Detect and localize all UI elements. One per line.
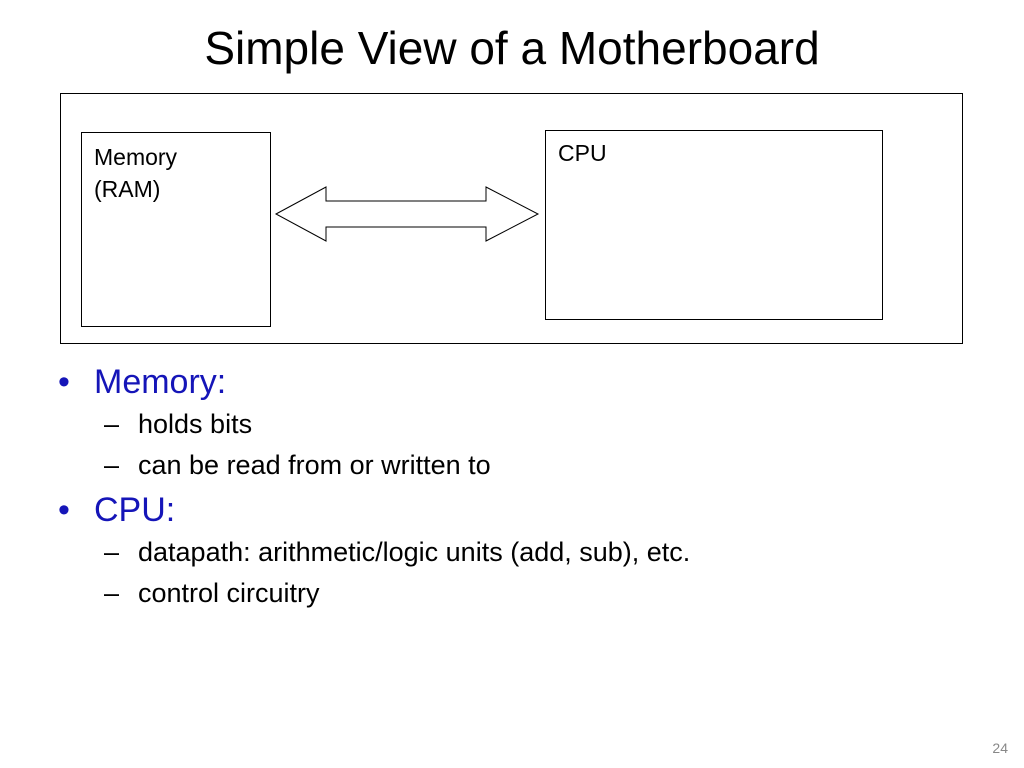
dash-marker: – [104,578,120,608]
memory-label-line-2: (RAM) [94,176,161,202]
bullet-list: • Memory: – holds bits – can be read fro… [58,362,998,614]
bus-double-arrow-shape [274,186,540,242]
bullet-memory: • Memory: [58,362,998,402]
dash-marker: – [104,537,120,567]
bullet-cpu-text: CPU: [94,491,176,529]
dash-marker: – [104,409,120,439]
bullet-marker: • [58,363,70,401]
sub-bullet-read-write: – can be read from or written to [58,445,998,486]
sub-bullet-text: can be read from or written to [138,450,491,480]
memory-label-line-1: Memory [94,144,178,170]
memory-box: Memory (RAM) [81,132,271,327]
bullet-marker: • [58,491,70,529]
sub-bullet-datapath: – datapath: arithmetic/logic units (add,… [58,532,998,573]
bus-double-arrow [274,186,540,242]
bullet-cpu: • CPU: [58,490,998,530]
sub-bullet-text: holds bits [138,409,253,439]
bullet-memory-text: Memory: [94,363,227,401]
cpu-label: CPU [558,140,607,166]
cpu-box: CPU [545,130,883,320]
sub-bullet-holds-bits: – holds bits [58,404,998,445]
sub-bullet-text: control circuitry [138,578,320,608]
slide-title: Simple View of a Motherboard [204,22,820,74]
sub-bullet-control: – control circuitry [58,573,998,614]
dash-marker: – [104,450,120,480]
sub-bullet-text: datapath: arithmetic/logic units (add, s… [138,537,691,567]
motherboard-outline [60,93,963,344]
page-number: 24 [992,740,1008,756]
